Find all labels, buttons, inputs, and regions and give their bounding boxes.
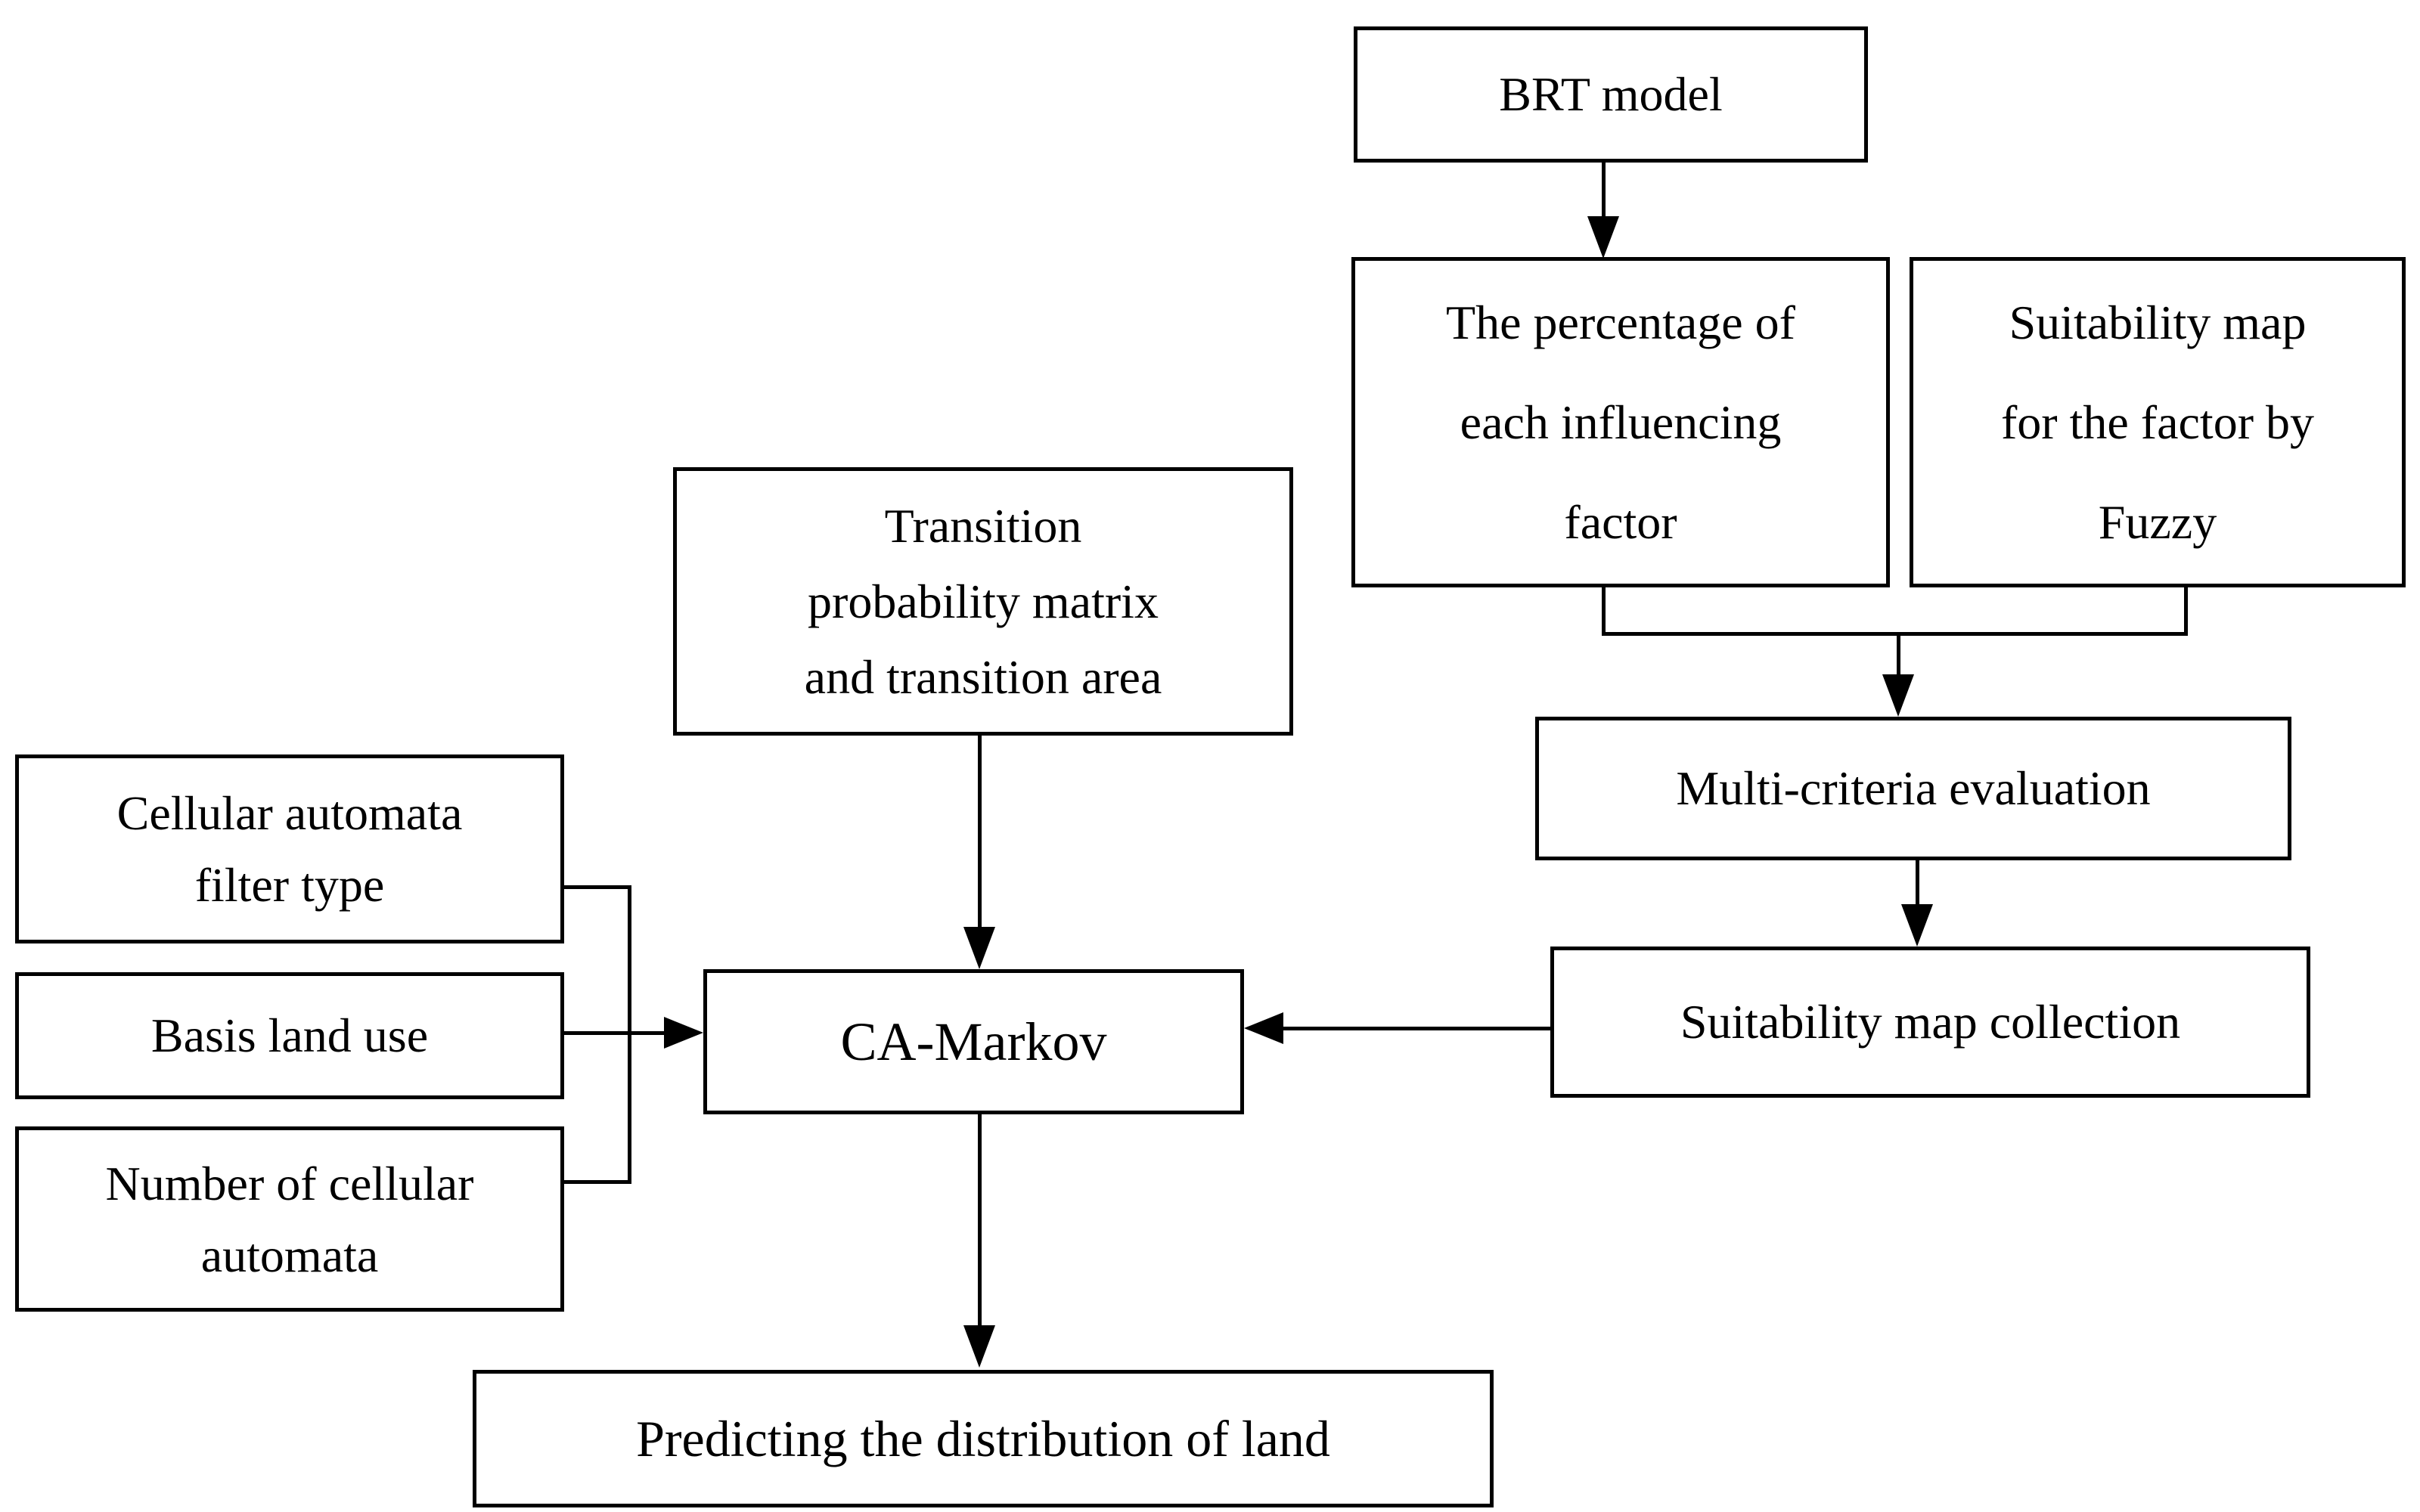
box-predicting: Predicting the distribution of land: [473, 1370, 1494, 1507]
connector-percentage-stub: [1602, 587, 1606, 636]
box-cellular-filter-line2: filter type: [194, 858, 385, 912]
box-percentage-factor-line1: The percentage of: [1446, 295, 1795, 349]
box-transition-matrix-line2: probability matrix: [808, 574, 1159, 628]
box-predicting-label: Predicting the distribution of land: [636, 1409, 1330, 1467]
connector-brt-to-percentage-line: [1602, 163, 1606, 222]
arrowhead-transition-to-camarkov: [963, 927, 995, 969]
connector-merge-horizontal: [1602, 632, 2188, 636]
connector-mce-to-collection-line: [1916, 860, 1919, 907]
box-number-cellular-line1: Number of cellular: [105, 1156, 474, 1210]
box-number-cellular: Number of cellular automata: [15, 1126, 564, 1312]
connector-collection-to-camarkov-line: [1280, 1027, 1550, 1030]
arrowhead-brt-to-percentage: [1587, 216, 1619, 259]
box-brt-model: BRT model: [1354, 26, 1868, 163]
box-suitability-fuzzy: Suitability map for the factor by Fuzzy: [1910, 257, 2406, 587]
box-suitability-fuzzy-line3: Fuzzy: [2098, 494, 2217, 549]
box-percentage-factor: The percentage of each influencing facto…: [1351, 257, 1890, 587]
box-brt-model-label: BRT model: [1499, 67, 1723, 121]
box-percentage-factor-line2: each influencing: [1460, 395, 1782, 449]
box-basis-land-use: Basis land use: [15, 972, 564, 1099]
box-ca-markov-label: CA-Markov: [840, 1012, 1107, 1072]
connector-transition-to-camarkov-line: [978, 736, 982, 931]
box-multi-criteria: Multi-criteria evaluation: [1535, 717, 2291, 860]
arrowhead-camarkov-to-predicting: [963, 1325, 995, 1368]
box-ca-markov: CA-Markov: [703, 969, 1244, 1114]
arrowhead-left-merge-to-camarkov: [664, 1017, 703, 1049]
box-multi-criteria-label: Multi-criteria evaluation: [1676, 761, 2151, 815]
connector-merge-to-mce-line: [1897, 632, 1900, 677]
box-suitability-collection-label: Suitability map collection: [1680, 995, 2181, 1049]
connector-camarkov-to-predicting-line: [978, 1114, 982, 1329]
box-transition-matrix: Transition probability matrix and transi…: [673, 467, 1293, 736]
box-suitability-fuzzy-line2: for the factor by: [2000, 395, 2315, 449]
connector-fuzzy-stub: [2184, 587, 2188, 636]
box-suitability-fuzzy-line1: Suitability map: [2009, 295, 2307, 349]
box-percentage-factor-line3: factor: [1564, 494, 1677, 549]
connector-cellular-filter-stub: [564, 885, 631, 889]
arrowhead-collection-to-camarkov: [1244, 1012, 1283, 1044]
connector-number-cellular-stub: [564, 1180, 631, 1184]
box-transition-matrix-line3: and transition area: [804, 649, 1162, 704]
arrowhead-merge-to-mce: [1882, 674, 1914, 717]
box-cellular-filter-line1: Cellular automata: [116, 786, 463, 840]
arrowhead-mce-to-collection: [1901, 904, 1933, 947]
connector-basis-to-camarkov-line: [564, 1031, 667, 1035]
box-number-cellular-line2: automata: [200, 1228, 379, 1282]
box-transition-matrix-line1: Transition: [884, 498, 1082, 553]
box-basis-land-use-label: Basis land use: [150, 1009, 429, 1062]
box-cellular-filter: Cellular automata filter type: [15, 754, 564, 943]
box-suitability-collection: Suitability map collection: [1550, 947, 2310, 1098]
